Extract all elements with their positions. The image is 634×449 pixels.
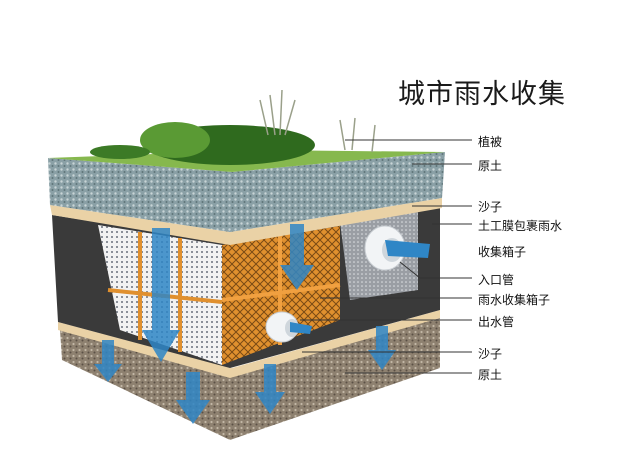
label-inlet-pipe: 入口管: [478, 273, 515, 287]
topsoil-layer: [48, 152, 445, 232]
leader-lines: [300, 139, 472, 374]
label-vegetation: 植被: [478, 135, 503, 149]
inlet-pipe: [364, 225, 430, 271]
label-geomembrane: 土工膜包裹雨水: [478, 219, 563, 233]
label-topsoil: 原土: [478, 159, 503, 173]
outlet-pipe: [265, 311, 312, 343]
lower-sand-layer: [58, 310, 440, 378]
water-flow-arrows: [94, 224, 396, 424]
label-collection-box: 收集箱子: [478, 245, 527, 259]
label-sand-upper: 沙子: [478, 200, 503, 214]
subsoil-layer: [60, 318, 440, 440]
label-subsoil: 原土: [478, 368, 503, 382]
label-rainwater-box: 雨水收集箱子: [478, 293, 551, 307]
label-outlet-pipe: 出水管: [478, 315, 515, 329]
grass-surface: [48, 89, 445, 172]
label-sand-lower: 沙子: [478, 347, 503, 361]
diagram-title: 城市雨水收集: [398, 79, 566, 110]
upper-sand-layer: [50, 198, 442, 245]
